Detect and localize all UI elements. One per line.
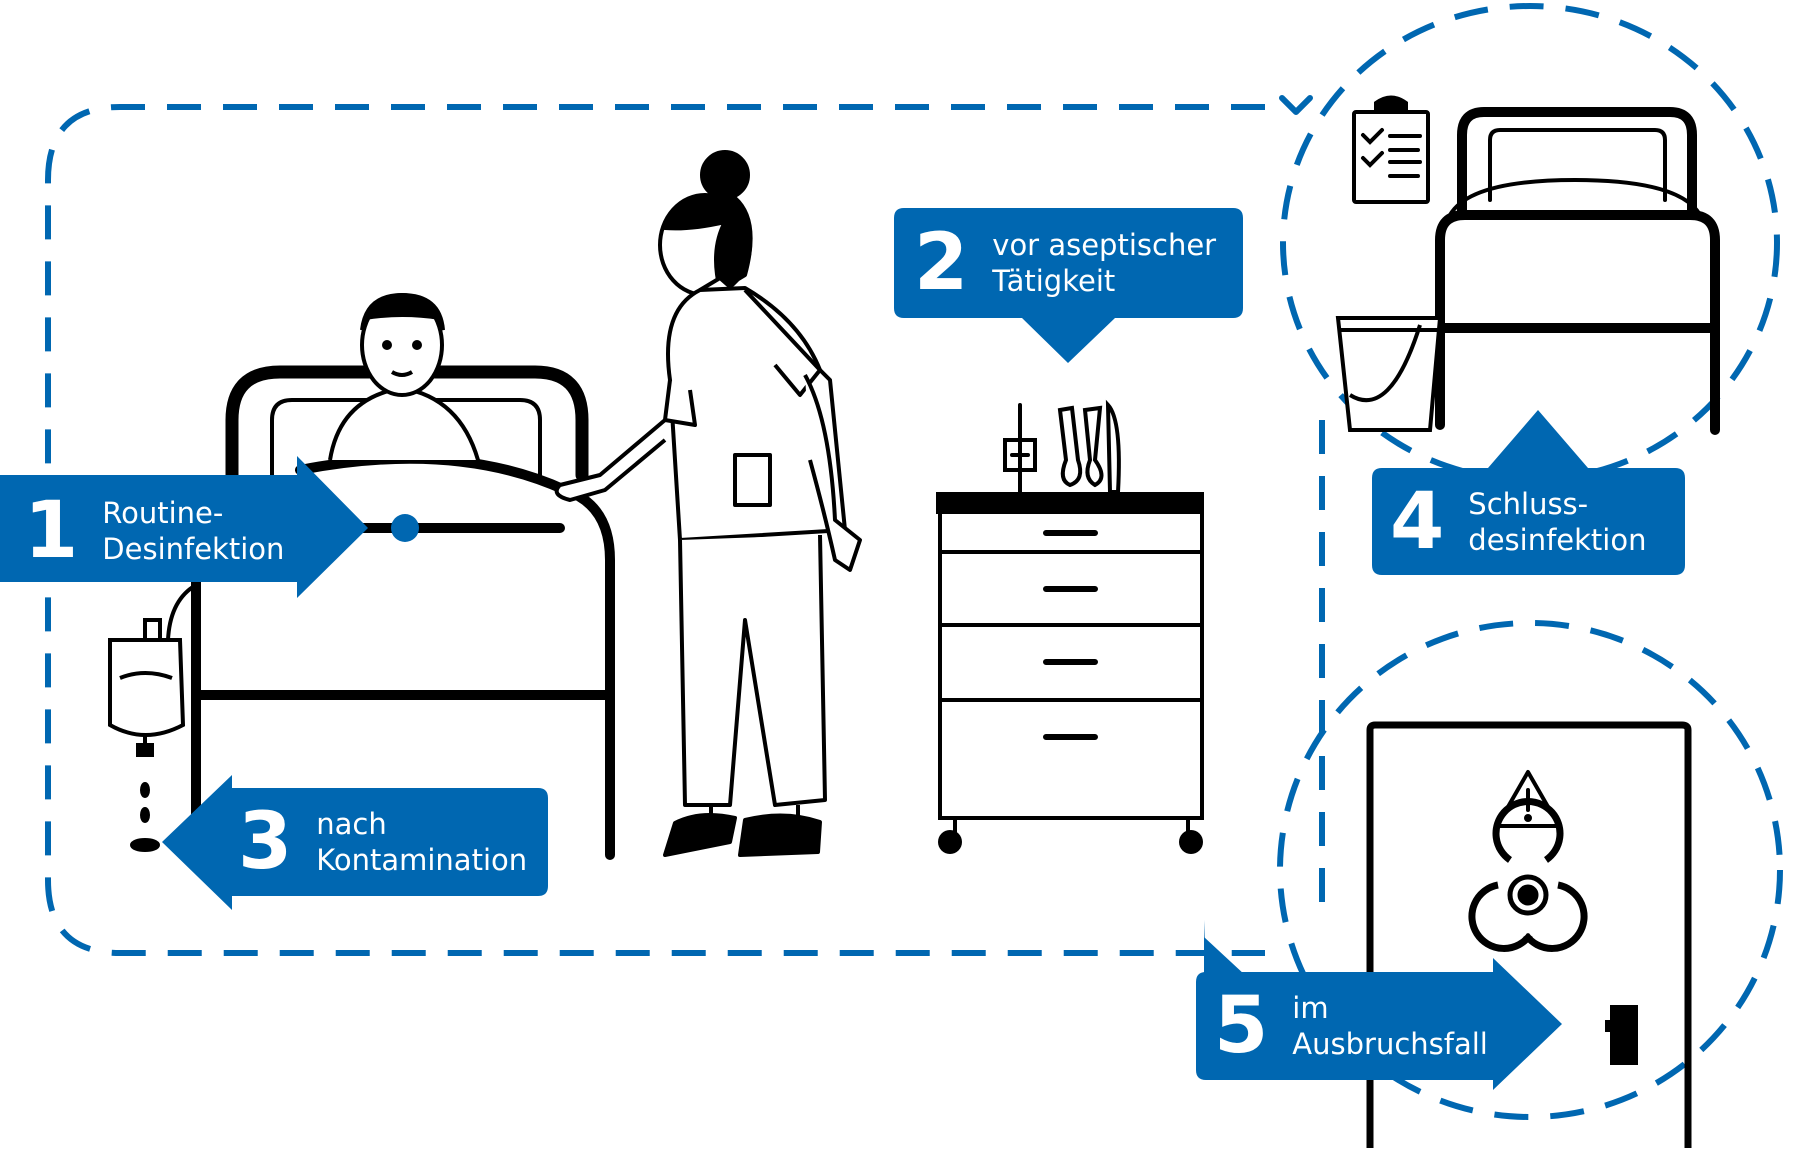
step-3-number: 3 [238,797,293,887]
step-2-line2: Tätigkeit [992,264,1116,298]
step-3-badge [162,775,548,910]
step-4-line1: Schluss- [1468,487,1589,521]
step-5-line2: Ausbruchsfall [1292,1027,1488,1061]
step-1-badge [0,456,368,598]
clipboard-checklist-icon [1352,95,1430,204]
step-4-label: 4 Schluss-desinfektion [1390,478,1646,566]
zone-arrowhead-top [1279,95,1313,115]
final-disinfection-zone [1280,3,1780,483]
step-4-line2: desinfektion [1468,523,1647,557]
step-1-number: 1 [24,486,79,576]
step-1-line2: Desinfektion [102,532,285,566]
bucket-icon [1335,316,1443,432]
step-5-line1: im [1292,991,1329,1025]
step-3-line2: Kontamination [316,843,528,877]
step-2-badge [894,208,1243,363]
biohazard-symbol-icon [1468,798,1588,952]
step-5-number: 5 [1214,981,1269,1071]
step-4-number: 4 [1390,477,1445,567]
step-2-line1: vor aseptischer [992,228,1217,262]
door-icon [1366,721,1692,1148]
nurse-icon [554,150,862,857]
step-1-line1: Routine- [102,496,224,530]
patient-zone-outline [45,104,1265,956]
patient-icon [328,292,480,461]
infusion-bag-icon [108,583,198,852]
step-4-badge [1372,410,1685,575]
step-2-number: 2 [914,218,969,308]
step-1-label: 1 Routine-Desinfektion [24,487,284,575]
instrument-cart-icon [936,399,1204,854]
step-3-line1: nach [316,807,387,841]
outbreak-zone [1277,620,1783,1120]
step-5-badge-body [1204,920,1206,972]
empty-bed-icon [1435,107,1720,435]
